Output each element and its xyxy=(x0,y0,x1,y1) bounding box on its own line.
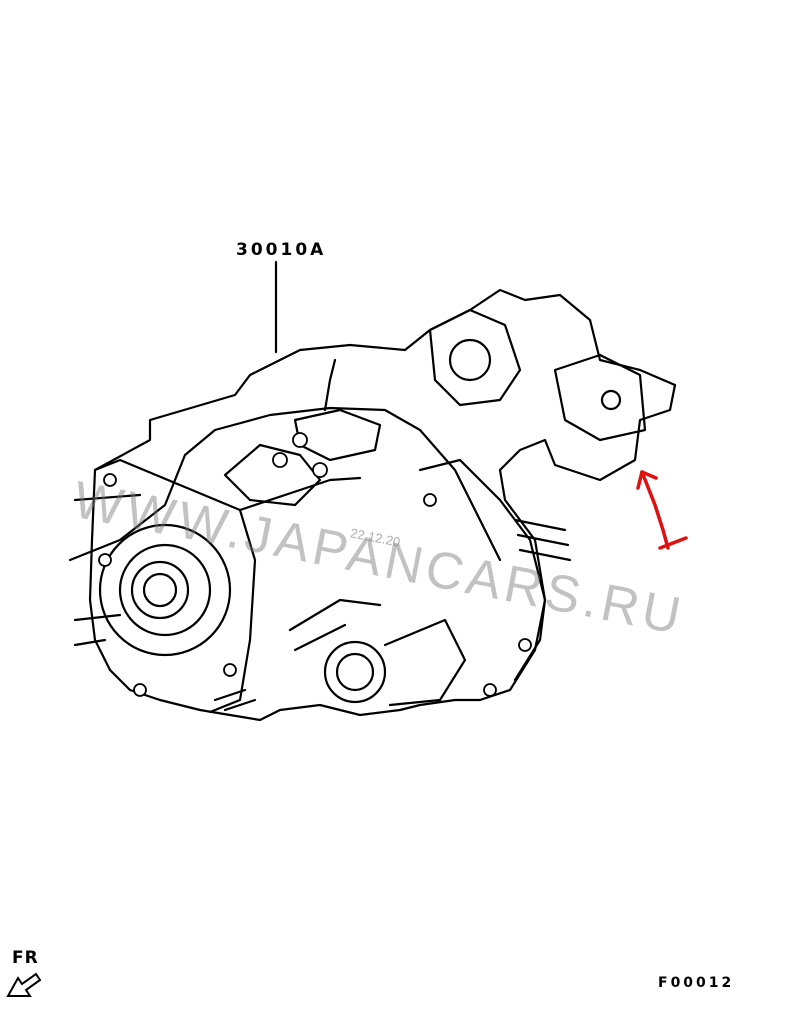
vent-tube-upper xyxy=(323,358,337,412)
mounting-studs xyxy=(73,493,142,647)
front-output-bore xyxy=(142,572,178,608)
rear-output-bore xyxy=(335,652,375,692)
bolt-head xyxy=(292,432,308,448)
bracket-hole xyxy=(600,389,622,411)
front-flange xyxy=(98,523,232,657)
red-double-arrow-icon xyxy=(636,470,688,550)
bolt-head xyxy=(272,452,288,468)
front-flange-inner xyxy=(118,543,212,637)
actuator xyxy=(428,308,522,407)
rear-output-flange xyxy=(323,640,387,704)
part-number-label: 30010A xyxy=(236,240,327,260)
rear-bracket xyxy=(553,353,647,442)
rear-extension xyxy=(383,618,467,707)
connector-pins xyxy=(513,518,572,562)
bolt-head xyxy=(518,638,532,652)
top-cover xyxy=(223,443,322,507)
shift-cover xyxy=(293,408,382,462)
vent-tube xyxy=(68,406,502,562)
lower-studs xyxy=(213,688,257,712)
housing-outline xyxy=(88,288,677,722)
bolt-head xyxy=(223,663,237,677)
figure-code: F00012 xyxy=(658,975,735,991)
bolt-head xyxy=(133,683,147,697)
bolt-head xyxy=(312,462,328,478)
bolt-head xyxy=(98,553,112,567)
front-arrow-icon xyxy=(6,972,42,997)
side-plate xyxy=(418,458,547,682)
front-direction-label: FR xyxy=(12,948,39,968)
front-face xyxy=(93,458,257,714)
bolt-head xyxy=(423,493,437,507)
bolt-head xyxy=(103,473,117,487)
bolt-head xyxy=(483,683,497,697)
case-ribs xyxy=(288,598,382,652)
actuator-cap xyxy=(448,338,492,382)
front-output-shaft xyxy=(130,560,190,620)
